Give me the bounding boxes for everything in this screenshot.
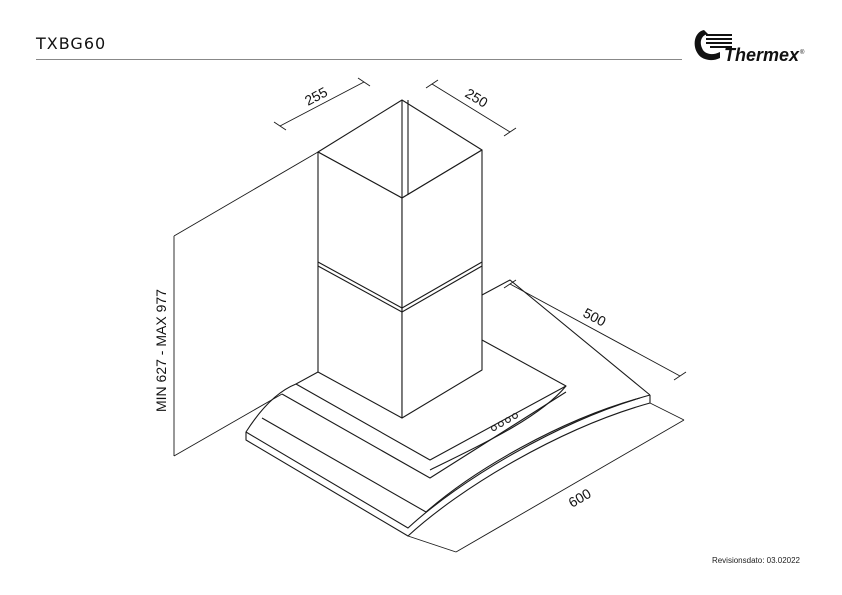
chimney-right-face <box>401 149 483 419</box>
header-rule <box>36 59 682 60</box>
model-title: TXBG60 <box>36 34 107 53</box>
dim-depth-top: 255 <box>302 83 330 108</box>
canopy-glass <box>245 383 651 529</box>
control-panel <box>491 413 518 431</box>
dim-width-top: 250 <box>462 85 490 111</box>
base-plate <box>281 391 567 479</box>
svg-text:®: ® <box>800 49 805 56</box>
chimney-joint <box>317 261 483 309</box>
dim-canopy-depth: 500 <box>581 305 609 330</box>
svg-text:Thermex: Thermex <box>724 45 800 65</box>
canopy-back <box>481 279 651 396</box>
thermex-logo-mark <box>694 30 732 61</box>
thermex-logo: Thermex ® <box>694 30 805 65</box>
dim-canopy-width: 600 <box>566 485 594 511</box>
revision-date: Revisionsdato: 03.02022 <box>711 556 800 565</box>
dim-height-range: MIN 627 - MAX 977 <box>153 289 169 412</box>
